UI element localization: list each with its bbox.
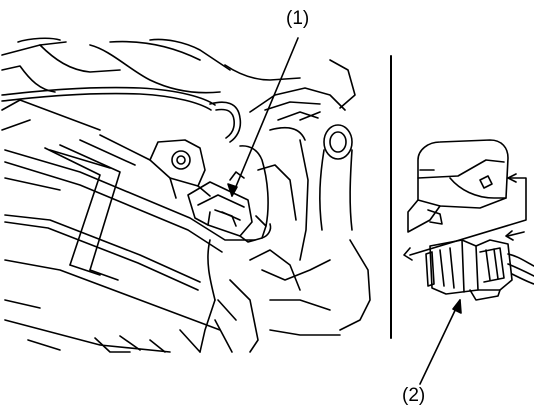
connector-1-drawing (187, 145, 272, 243)
connector-cap (407, 139, 509, 233)
battery-block (4, 134, 256, 353)
engine-bay-illustration (1, 37, 371, 353)
connector-2-drawing (425, 239, 534, 301)
leader-line-1 (227, 37, 299, 197)
mounting-bracket (149, 139, 211, 199)
leader-line-2 (419, 299, 462, 385)
background-machinery (1, 37, 356, 131)
assembly-arrows (403, 173, 527, 261)
callout-label-2: (2) (402, 385, 426, 406)
hose-and-panel (199, 111, 371, 353)
wiring-cable (1, 86, 242, 143)
connector-detail-illustration (403, 139, 534, 385)
callout-label-1: (1) (286, 8, 310, 29)
